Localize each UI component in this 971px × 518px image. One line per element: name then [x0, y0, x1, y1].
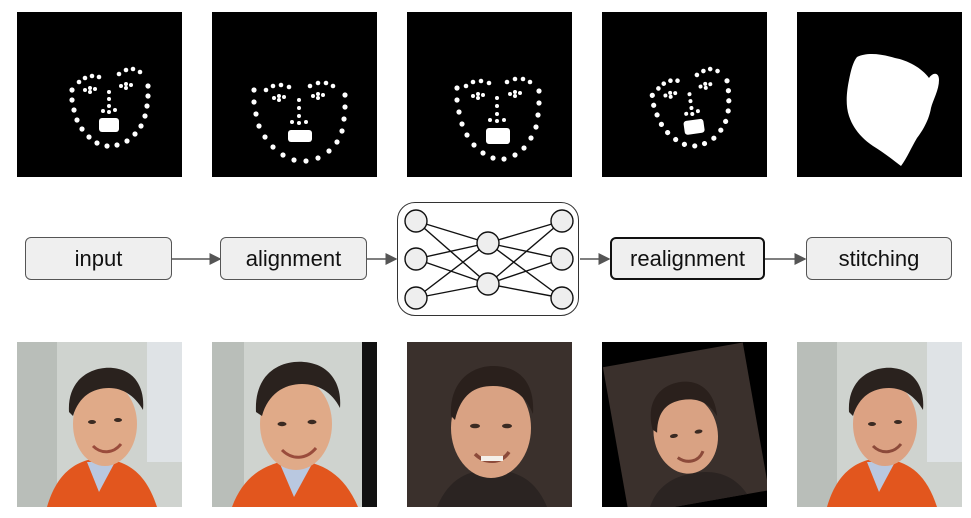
neural-network-box[interactable] — [397, 202, 579, 316]
photo-stitched-face — [797, 342, 962, 507]
face-mask — [797, 12, 962, 177]
neural-network-icon — [403, 208, 574, 310]
stage-input-box[interactable]: input — [25, 237, 172, 280]
stage-alignment-box[interactable]: alignment — [220, 237, 367, 280]
photo-network-output-face — [407, 342, 572, 507]
stage-alignment-label: alignment — [245, 245, 342, 271]
stage-realignment-box[interactable]: realignment — [610, 237, 765, 280]
landmark-map-alignment — [212, 12, 377, 177]
stage-input-label: input — [74, 245, 123, 271]
photo-input-face — [17, 342, 182, 507]
landmark-map-realignment — [602, 12, 767, 177]
stage-realignment-label: realignment — [630, 245, 745, 271]
photo-aligned-face — [212, 342, 377, 507]
stage-stitching-box[interactable]: stitching — [806, 237, 952, 280]
landmark-map-input — [17, 12, 182, 177]
photo-realigned-face — [602, 342, 767, 507]
landmark-map-network — [407, 12, 572, 177]
stage-stitching-label: stitching — [838, 245, 920, 271]
